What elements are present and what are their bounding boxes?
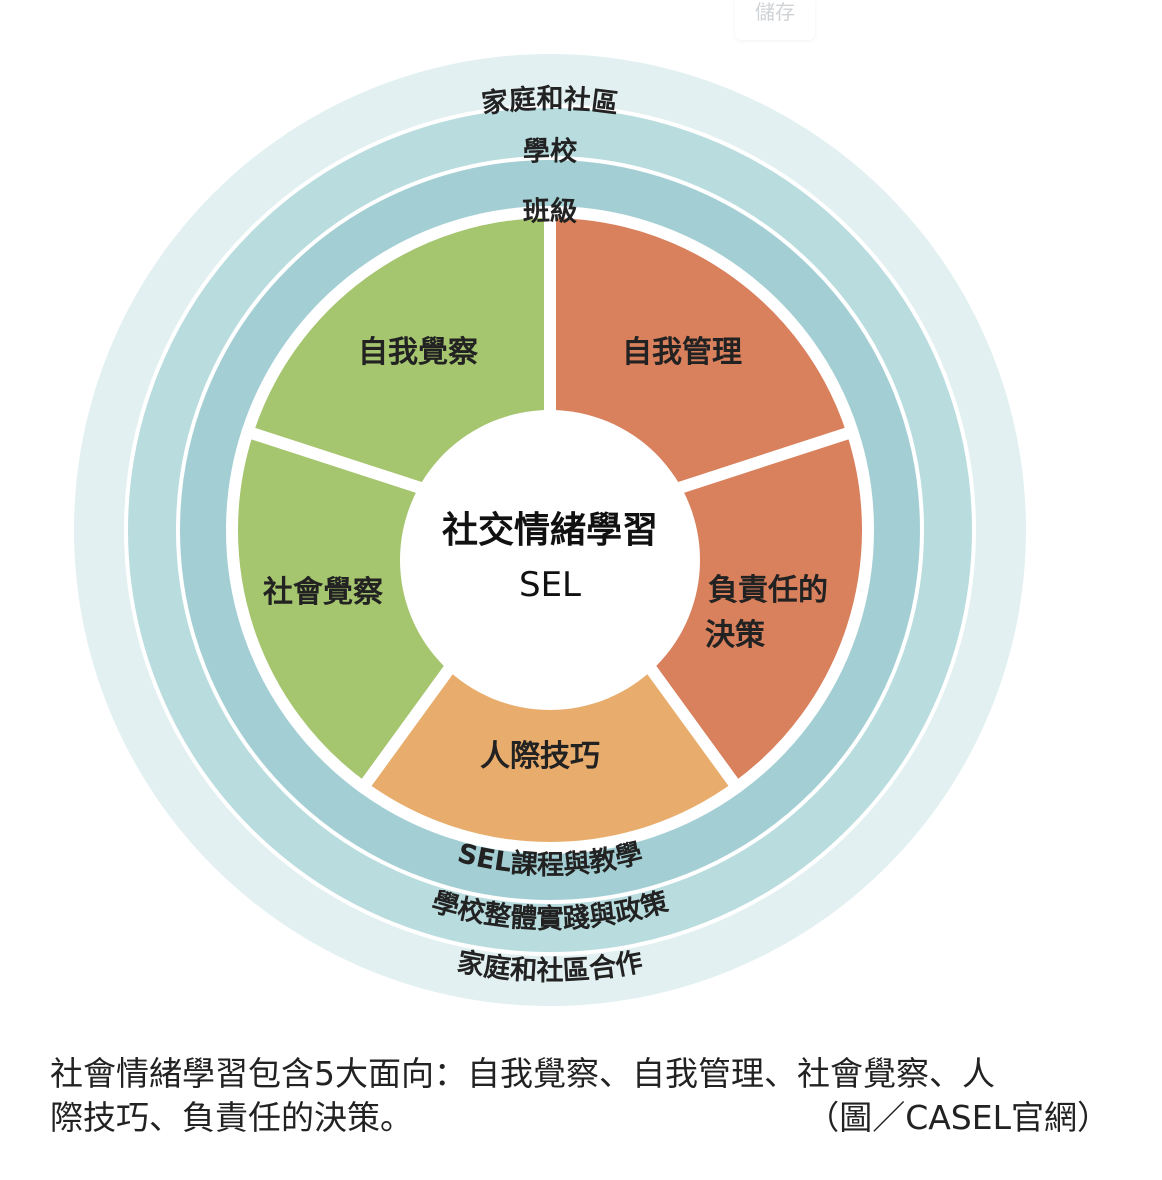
segment-label-decision-line1: 負責任的 [708, 573, 828, 608]
caption-line-2: 際技巧、負責任的決策。 [50, 1098, 413, 1137]
segment-label-relationship-skills: 人際技巧 [480, 739, 600, 774]
segment-label-self-awareness: 自我覺察 [358, 335, 479, 370]
segment-label-self-management: 自我管理 [622, 335, 742, 370]
center-subtitle: SEL [519, 565, 581, 605]
caption-source: （圖／CASEL官網） [806, 1098, 1110, 1137]
segment-label-decision-line2: 決策 [705, 618, 765, 653]
segment-label-social-awareness: 社會覺察 [263, 575, 384, 610]
svg-text:家庭和社區: 家庭和社區 [480, 83, 620, 120]
community-ring-top-label: 家庭和社區 [480, 83, 620, 120]
caption: 社會情緒學習包含5大面向：自我覺察、自我管理、社會覺察、人 際技巧、負責任的決策… [50, 1052, 1140, 1140]
caption-line-1: 社會情緒學習包含5大面向：自我覺察、自我管理、社會覺察、人 [50, 1054, 995, 1093]
sel-framework-diagram: 家庭和社區 學校 班級 SEL課程與教學 學校整體實踐與政策 家庭和社區合作 自… [74, 54, 1026, 1006]
center-title: 社交情緒學習 [442, 509, 658, 551]
center-circle [400, 410, 700, 710]
save-button[interactable]: 儲存 [735, 0, 815, 40]
